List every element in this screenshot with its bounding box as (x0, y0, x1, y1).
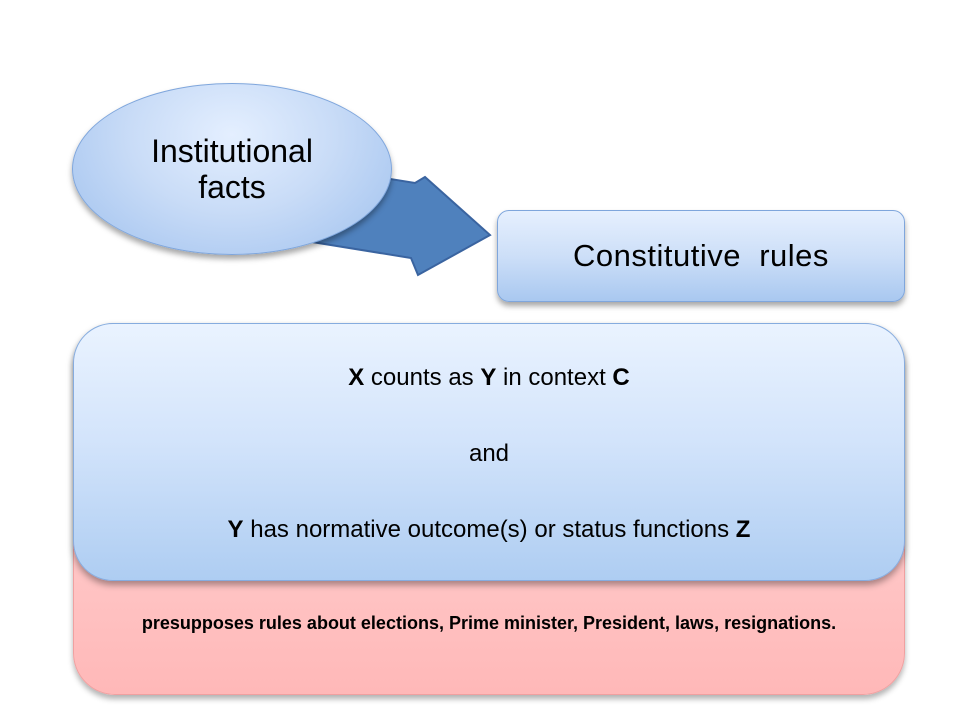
institutional-facts-ellipse: Institutional facts (72, 83, 392, 255)
constitutive-rules-label: Constitutive rules (573, 238, 829, 273)
z-variable: Z (735, 516, 751, 543)
presupposes-text: presupposes rules about elections, Prime… (141, 613, 837, 633)
y-variable: Y (480, 364, 497, 391)
in-context-text: in context (496, 364, 613, 391)
counts-as-line: X counts as Y in context C (74, 364, 904, 392)
counts-as-text: counts as (364, 364, 481, 391)
x-variable: X (348, 364, 365, 391)
normative-outcome-text: has normative outcome(s) or status funct… (243, 516, 736, 543)
normative-outcome-line: Y has normative outcome(s) or status fun… (74, 516, 904, 544)
institutional-facts-label: Institutional facts (151, 133, 313, 205)
c-variable: C (612, 364, 630, 391)
y-variable-2: Y (227, 516, 244, 543)
counts-as-box: X counts as Y in context C and Y has nor… (73, 323, 905, 581)
and-line: and (468, 440, 510, 467)
constitutive-rules-box: Constitutive rules (497, 210, 905, 302)
